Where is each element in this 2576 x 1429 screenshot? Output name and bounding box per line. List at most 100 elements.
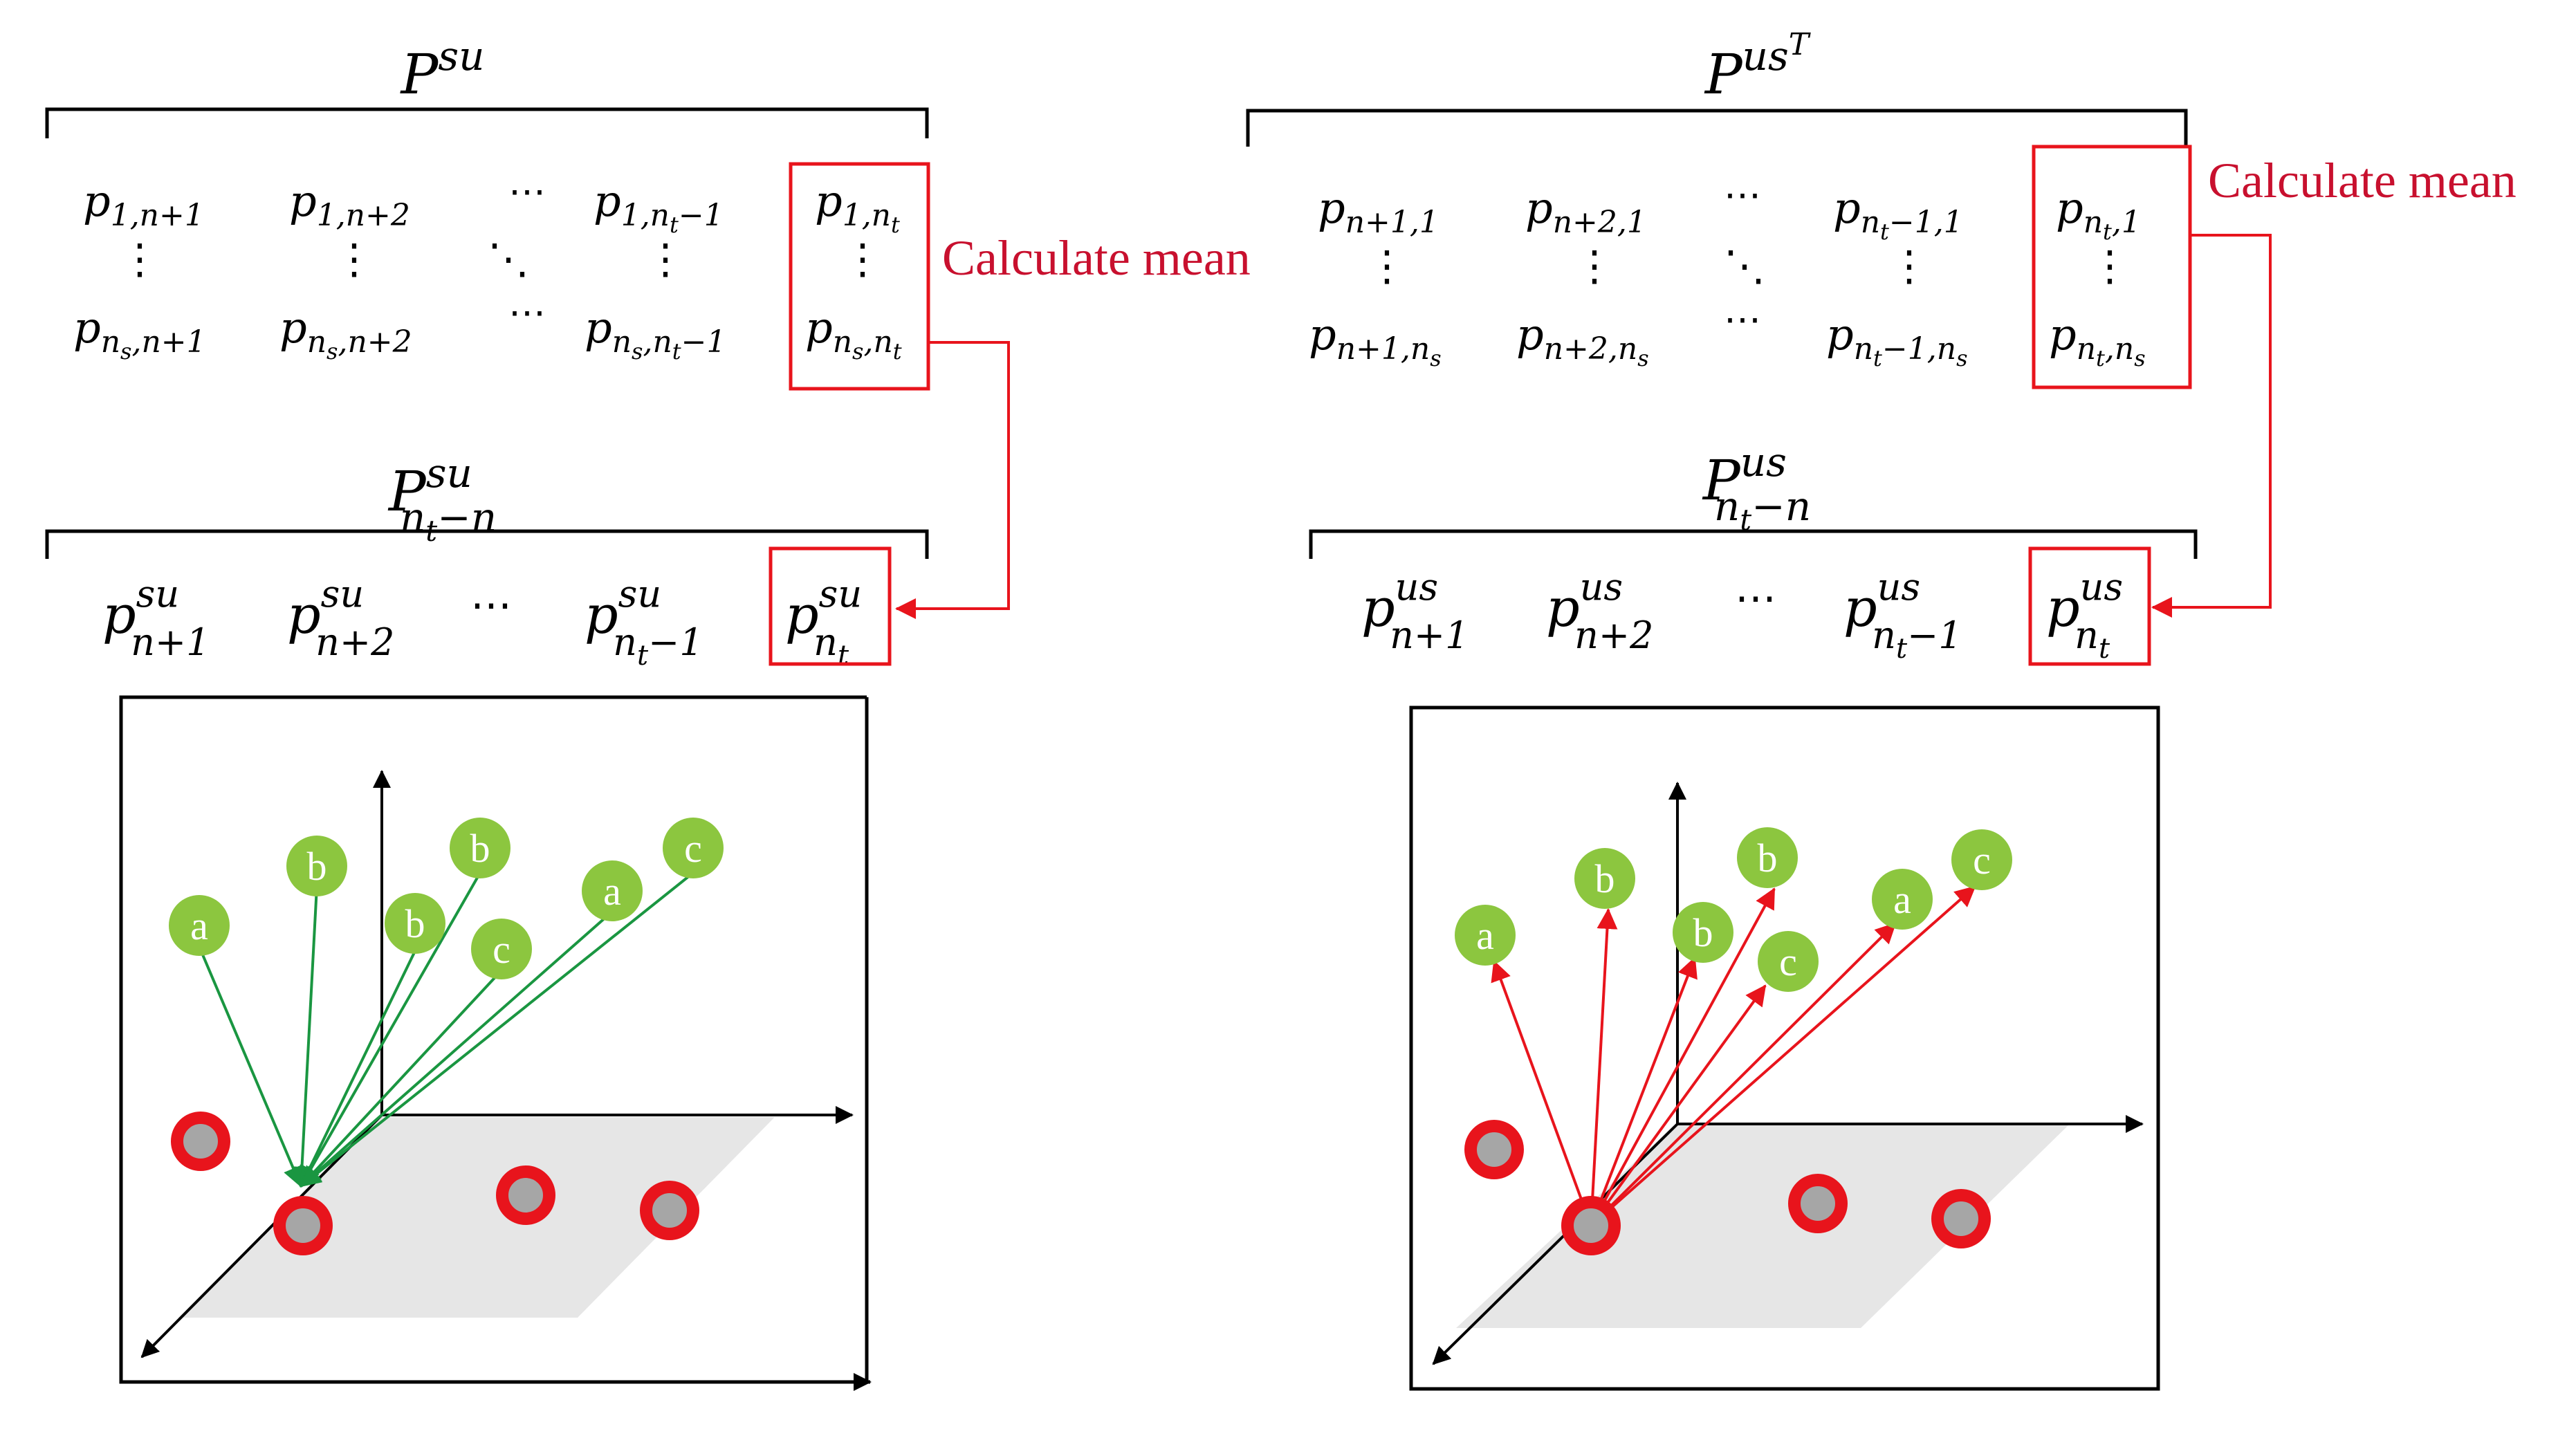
left-arrow-a2 bbox=[300, 910, 614, 1188]
right-plot-frame bbox=[1409, 706, 2160, 1391]
left-node-b2: b bbox=[385, 893, 445, 954]
left-arrow-b2 bbox=[300, 950, 416, 1188]
left-highlight-column bbox=[789, 162, 930, 391]
left-node-b3: b bbox=[450, 818, 510, 878]
left-calc-label: Calculate mean bbox=[942, 230, 1251, 286]
svg-text:c: c bbox=[493, 927, 510, 972]
right-panel: PusT pn+1,1 pn+2,1 ⋯ pnt−1,1 pnt,1 ⋮ ⋮ ⋱… bbox=[1246, 27, 2517, 1391]
svg-text:c: c bbox=[1779, 939, 1797, 984]
right-node-a2: a bbox=[1872, 869, 1933, 930]
left-vdots-2: ⋮ bbox=[333, 235, 375, 284]
left-entry-1-nt: p1,nt bbox=[815, 176, 900, 238]
right-vector-highlight bbox=[2028, 546, 2151, 666]
right-entry-n2-ns: pn+2,ns bbox=[1516, 309, 1649, 371]
left-arrow-c2 bbox=[300, 872, 694, 1188]
right-red-node-1 bbox=[1464, 1120, 1524, 1179]
right-red-node-2 bbox=[1788, 1174, 1848, 1233]
right-arrow-c1 bbox=[1590, 984, 1767, 1227]
left-axis-y bbox=[140, 1114, 383, 1358]
right-green-nodes: a b b b c a c bbox=[1455, 827, 2012, 992]
right-matrix-brace bbox=[1246, 109, 2188, 147]
right-arrow-b3 bbox=[1590, 887, 1776, 1226]
right-matrix-row1: pn+1,1 pn+2,1 ⋯ pnt−1,1 pnt,1 bbox=[1318, 173, 2141, 245]
svg-text:a: a bbox=[1893, 877, 1911, 922]
right-highlight-column bbox=[2032, 145, 2192, 389]
left-entry-1-nt-1: p1,nt−1 bbox=[594, 176, 724, 238]
left-node-b1: b bbox=[286, 836, 347, 896]
left-arrow-c1 bbox=[300, 969, 503, 1188]
right-ddots: ⋱ bbox=[1724, 242, 1765, 291]
right-node-b2: b bbox=[1673, 902, 1733, 963]
left-vec-hdots: ⋯ bbox=[470, 581, 512, 629]
right-arrow-c2 bbox=[1590, 885, 1976, 1227]
left-panel: Psu p1,n+1 p1,n+2 ⋯ p1,nt−1 p1,nt ⋮ ⋮ ⋱ … bbox=[45, 33, 1251, 1391]
right-red-node-origin bbox=[1561, 1196, 1621, 1255]
left-red-node-1 bbox=[171, 1112, 230, 1171]
left-vdots-4: ⋮ bbox=[842, 235, 883, 284]
right-vec-hdots: ⋯ bbox=[1735, 574, 1776, 623]
right-red-node-3 bbox=[1931, 1189, 1991, 1248]
left-red-node-2 bbox=[496, 1165, 555, 1225]
left-matrix-row1: p1,n+1 p1,n+2 ⋯ p1,nt−1 p1,nt bbox=[83, 169, 900, 238]
svg-text:b: b bbox=[470, 826, 490, 871]
right-entry-nt-1-ns: pnt−1,ns bbox=[1826, 309, 1968, 371]
svg-text:c: c bbox=[684, 826, 702, 871]
svg-text:a: a bbox=[603, 869, 621, 914]
right-3d-plot: a b b b c a c bbox=[1409, 706, 2160, 1391]
left-node-c2: c bbox=[663, 818, 724, 878]
left-node-a1: a bbox=[169, 895, 230, 956]
left-entry-1-n2: p1,n+2 bbox=[289, 176, 410, 233]
right-arrow-b1 bbox=[1590, 908, 1618, 1226]
left-vector-brace bbox=[45, 529, 929, 559]
right-arrow-a2 bbox=[1590, 922, 1897, 1227]
left-matrix-row2: pns,n+1 pns,n+2 ⋯ pns,nt−1 pns,nt bbox=[73, 291, 902, 365]
left-ddots: ⋱ bbox=[488, 235, 529, 284]
left-matrix-brace bbox=[45, 107, 929, 138]
right-entry-n1-ns: pn+1,ns bbox=[1309, 309, 1442, 371]
left-node-c1: c bbox=[471, 919, 532, 979]
right-calc-label: Calculate mean bbox=[2208, 153, 2517, 208]
right-arrow-a1 bbox=[1491, 960, 1592, 1226]
right-matrix-row2: pn+1,ns pn+2,ns ⋯ pnt−1,ns pnt,ns bbox=[1309, 297, 2146, 371]
left-entry-ns-n1: pns,n+1 bbox=[73, 302, 206, 365]
right-node-c1: c bbox=[1758, 931, 1819, 992]
right-matrix-dots: ⋮ ⋮ ⋱ ⋮ ⋮ bbox=[1366, 242, 2131, 291]
left-hdots-1: ⋯ bbox=[508, 169, 546, 213]
right-red-arrows bbox=[1491, 885, 1976, 1227]
left-matrix-title: Psu bbox=[400, 33, 485, 107]
svg-text:b: b bbox=[1595, 856, 1615, 901]
right-arrow-b2 bbox=[1590, 957, 1698, 1226]
svg-text:b: b bbox=[307, 844, 327, 889]
right-entry-n2-1: pn+2,1 bbox=[1525, 183, 1646, 240]
left-green-arrows bbox=[201, 872, 694, 1188]
right-vdots-2: ⋮ bbox=[1574, 242, 1615, 291]
right-vdots-4: ⋮ bbox=[2089, 242, 2131, 291]
left-vdots-3: ⋮ bbox=[645, 235, 686, 284]
right-mean-connector bbox=[2151, 234, 2272, 618]
right-entry-n1-1: pn+1,1 bbox=[1318, 183, 1439, 240]
svg-text:b: b bbox=[1758, 836, 1778, 881]
right-node-b3: b bbox=[1737, 827, 1798, 888]
left-plane bbox=[178, 1117, 775, 1318]
right-node-b1: b bbox=[1574, 848, 1635, 909]
left-mean-connector bbox=[895, 341, 1010, 619]
right-entry-nt-1: pnt,1 bbox=[2056, 183, 2141, 245]
right-hdots-1: ⋯ bbox=[1724, 173, 1761, 216]
right-red-nodes bbox=[1464, 1120, 1991, 1255]
left-hdots-2: ⋯ bbox=[508, 291, 546, 334]
left-red-node-3 bbox=[640, 1181, 699, 1240]
svg-text:b: b bbox=[1693, 910, 1713, 955]
right-plane bbox=[1456, 1125, 2068, 1328]
svg-text:c: c bbox=[1973, 838, 1991, 883]
